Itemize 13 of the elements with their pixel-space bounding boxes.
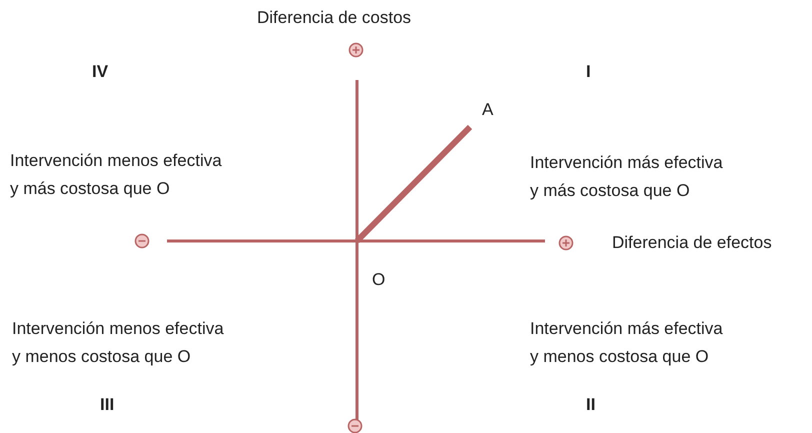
quadrant-numeral: III — [100, 394, 114, 416]
quadrant-numeral: IV — [92, 61, 108, 83]
point-label: A — [482, 96, 494, 124]
line-segment — [354, 124, 472, 244]
quadrant-description: Intervención menos efectiva y más costosa que O — [10, 150, 223, 200]
axis-title: Diferencia de efectos — [612, 232, 772, 254]
quadrant-description: Intervención menos efectiva y menos costosa que O — [12, 318, 225, 368]
quadrant-numeral: II — [586, 394, 596, 416]
quadrant-description: Intervención más efectiva y menos costosa que O — [530, 318, 724, 368]
quadrant-description: Intervención más efectiva y más costosa que O — [530, 152, 724, 202]
quadrant-numeral: I — [586, 61, 591, 83]
point-label: O — [372, 266, 386, 294]
axis-title: Diferencia de costos — [257, 7, 412, 29]
